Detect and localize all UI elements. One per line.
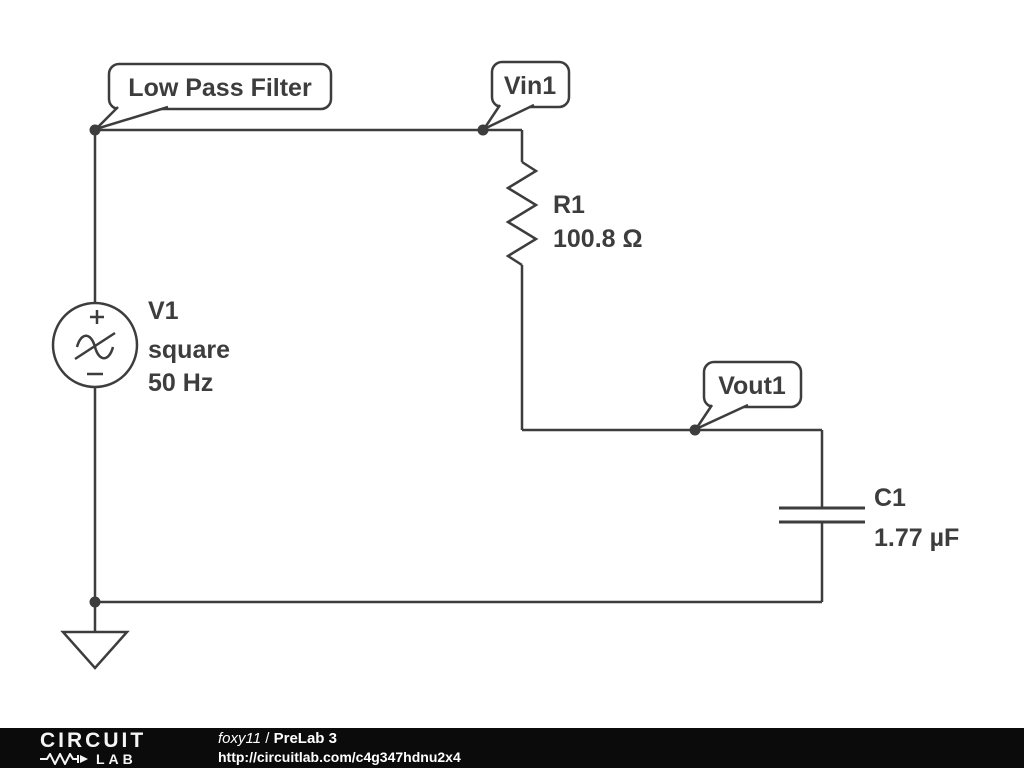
v1-value-label: 50 Hz <box>148 369 213 397</box>
c1-value-label: 1.77 µF <box>874 524 959 552</box>
resistor-icon <box>505 160 539 267</box>
callout-title-label: Low Pass Filter <box>128 74 312 102</box>
callout-vout1-label: Vout1 <box>718 372 786 400</box>
plus-icon <box>90 310 104 324</box>
footer-texts: foxy11 / PreLab 3 http://circuitlab.com/… <box>218 730 461 766</box>
callout-vin1[interactable]: Vin1 <box>480 60 571 133</box>
footer-separator: / <box>261 729 274 747</box>
r1-name-label: R1 <box>553 191 585 219</box>
callout-vout1-pointer <box>692 403 749 432</box>
logo-lab-text: LAB <box>96 751 137 767</box>
callout-title[interactable]: Low Pass Filter <box>95 62 333 131</box>
callout-title-pointer <box>95 105 169 131</box>
resistor-r1[interactable]: R1 100.8 Ω <box>505 160 643 267</box>
voltage-source-v1[interactable]: V1 square 50 Hz <box>51 297 230 397</box>
node-bottom-left[interactable] <box>89 596 101 608</box>
v1-name-label: V1 <box>148 297 179 325</box>
author-name[interactable]: foxy11 <box>218 729 262 747</box>
c1-name-label: C1 <box>874 484 906 512</box>
callout-vin1-pointer <box>480 103 535 133</box>
footer-bar: CIRCUIT LAB foxy11 / PreLab 3 http://cir… <box>0 728 1024 768</box>
sheet-title: PreLab 3 <box>273 729 337 747</box>
callout-vin1-label: Vin1 <box>504 72 556 100</box>
circuit-url[interactable]: http://circuitlab.com/c4g347hdnu2x4 <box>218 748 461 765</box>
logo-circuit-text: CIRCUIT <box>40 729 147 752</box>
nodes <box>89 124 701 608</box>
ground-icon <box>60 630 130 670</box>
callout-vout1-box <box>702 360 803 409</box>
capacitor-icon <box>779 506 865 524</box>
schematic-canvas: V1 square 50 Hz R1 100.8 Ω C1 1.77 µF Lo… <box>51 60 959 670</box>
callout-vout1[interactable]: Vout1 <box>692 360 803 432</box>
ground-symbol[interactable] <box>60 630 130 670</box>
callout-title-box <box>107 62 333 111</box>
wires <box>93 128 824 631</box>
circuitlab-logo: CIRCUIT LAB <box>0 730 218 766</box>
r1-value-label: 100.8 Ω <box>553 225 643 253</box>
resistor-logo-icon <box>40 753 88 765</box>
footer-author-line: foxy11 / PreLab 3 <box>218 730 461 749</box>
capacitor-c1[interactable]: C1 1.77 µF <box>779 484 959 552</box>
sine-wave-icon <box>74 331 116 361</box>
v1-waveform-label: square <box>148 336 230 364</box>
